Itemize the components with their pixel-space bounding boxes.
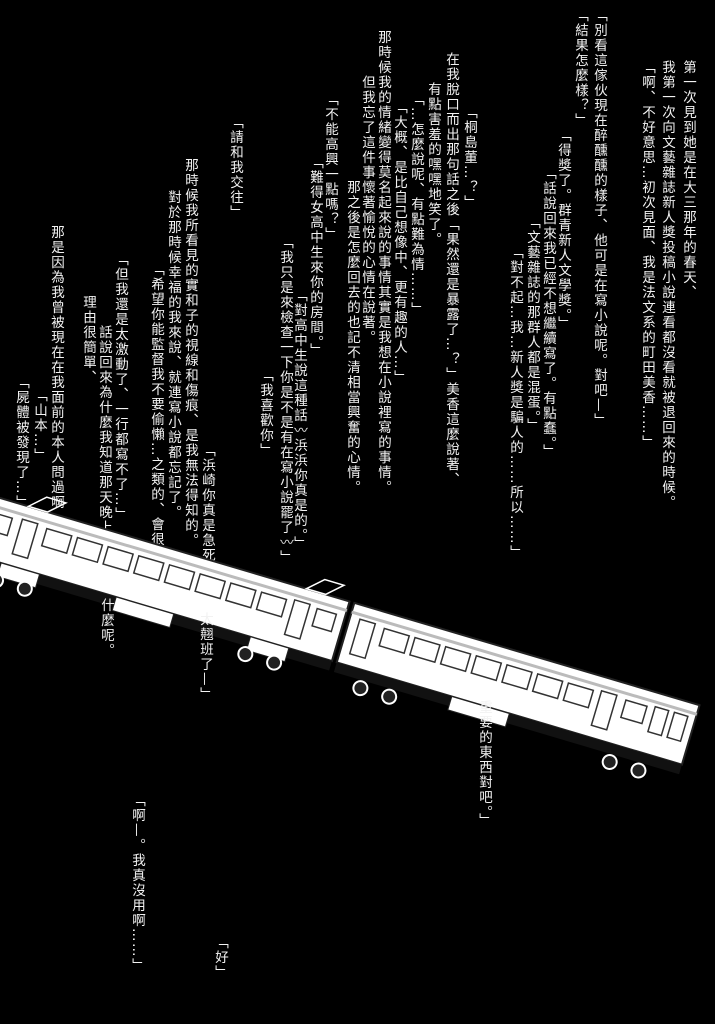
narration-column: 那是因為我曾被現在在我面前的本人問過啊: [48, 225, 64, 510]
dialogue-column: 「大概、是比自己想像中、更有趣的人…」: [391, 100, 407, 385]
dialogue-column: 「山本…」: [31, 388, 47, 463]
narration-column: 話說回來為什麼我知道那天晚上: [96, 325, 112, 535]
narration-column: 什麼呢。: [98, 598, 114, 658]
pantograph: [26, 496, 346, 596]
dialogue-column: 「難得女高中生來你的房間。」: [307, 155, 323, 359]
dialogue-column: 「…怎麼說呢、有點難為情……」: [408, 92, 424, 317]
dialogue-column: 重要的東西對吧。」: [476, 700, 492, 829]
dialogue-column: 「我只是來檢查一下你是不是有在寫小說罷了〰」: [277, 235, 293, 565]
narration-column: 我第一次向文藝雜誌新人獎投稿小說連看都沒看就被退回來的時候。: [659, 60, 675, 510]
dialogue-column: 「得獎了。群青新人文學獎。」: [555, 128, 571, 332]
narration-column: 理由很簡單、: [80, 295, 96, 385]
dialogue-column: 「浜崎你真是急死我: [199, 443, 215, 578]
dialogue-column: 「屍體被發現了…」: [13, 375, 29, 510]
train-car-2: [333, 601, 701, 779]
dialogue-column: 「對高中生說這種話〰浜浜你真是的。」: [291, 288, 307, 552]
dialogue-column: 「對不起…我…新人獎是騙人的……所以……」: [507, 245, 523, 560]
narration-column: 那時候我所看見的實和子的視線和傷痕、是我無法得知的。: [182, 158, 198, 548]
narration-column: 在我脫口而出那句話之後「果然還是暴露了…？」美香這麼說著、: [443, 52, 459, 487]
dialogue-column: 「別看這傢伙現在醉醺醺的樣子、他可是在寫小說呢。對吧—」: [591, 8, 607, 428]
narration-column: 對於那時候幸福的我來說、就連寫小說都忘記了。: [165, 190, 181, 520]
dialogue-column: 「啊—。我真沒用啊……」: [129, 793, 145, 973]
train-car-1: [0, 493, 351, 671]
dialogue-column: 「桐島董…？」: [461, 105, 477, 210]
dialogue-column: 「結果怎麼樣？」: [572, 8, 588, 128]
dialogue-column: 「但我還是太激動了、一行都寫不了…」: [112, 252, 128, 522]
narration-column: 但我忘了這件事懷著愉悅的心情在說著。: [359, 75, 375, 345]
dialogue-column: 太翹班了—」: [197, 612, 213, 702]
dialogue-column: 「話說回來我已經不想繼續寫了。有點蠢。」: [540, 166, 556, 460]
dialogue-column: 「我喜歡你」: [257, 368, 273, 458]
dialogue-column: 「希望你能監督我不要偷懶…之類的、會很任性: [148, 262, 164, 577]
dialogue-column: 「請和我交往」: [227, 115, 243, 220]
dialogue-column: 「不能高興一點嗎？」: [322, 92, 338, 242]
narration-column: 有點害羞的嘿嘿地笑了。: [425, 82, 441, 247]
narration-column: 那時候我的情緒變得莫名起來說的事情其實是我想在小說裡寫的事情。: [375, 30, 391, 495]
dialogue-column: 「啊、不好意思…初次見面、我是法文系的町田美香……」: [639, 60, 655, 450]
dialogue-column: 「好」: [212, 935, 228, 980]
dialogue-column: 「文藝雜誌的那群人都是混蛋。」: [524, 215, 540, 434]
narration-column: 第一次見到她是在大三那年的春天、: [680, 60, 696, 300]
narration-column: 那之後是怎麼回去的也記不清相當興奮的心情。: [344, 180, 360, 495]
